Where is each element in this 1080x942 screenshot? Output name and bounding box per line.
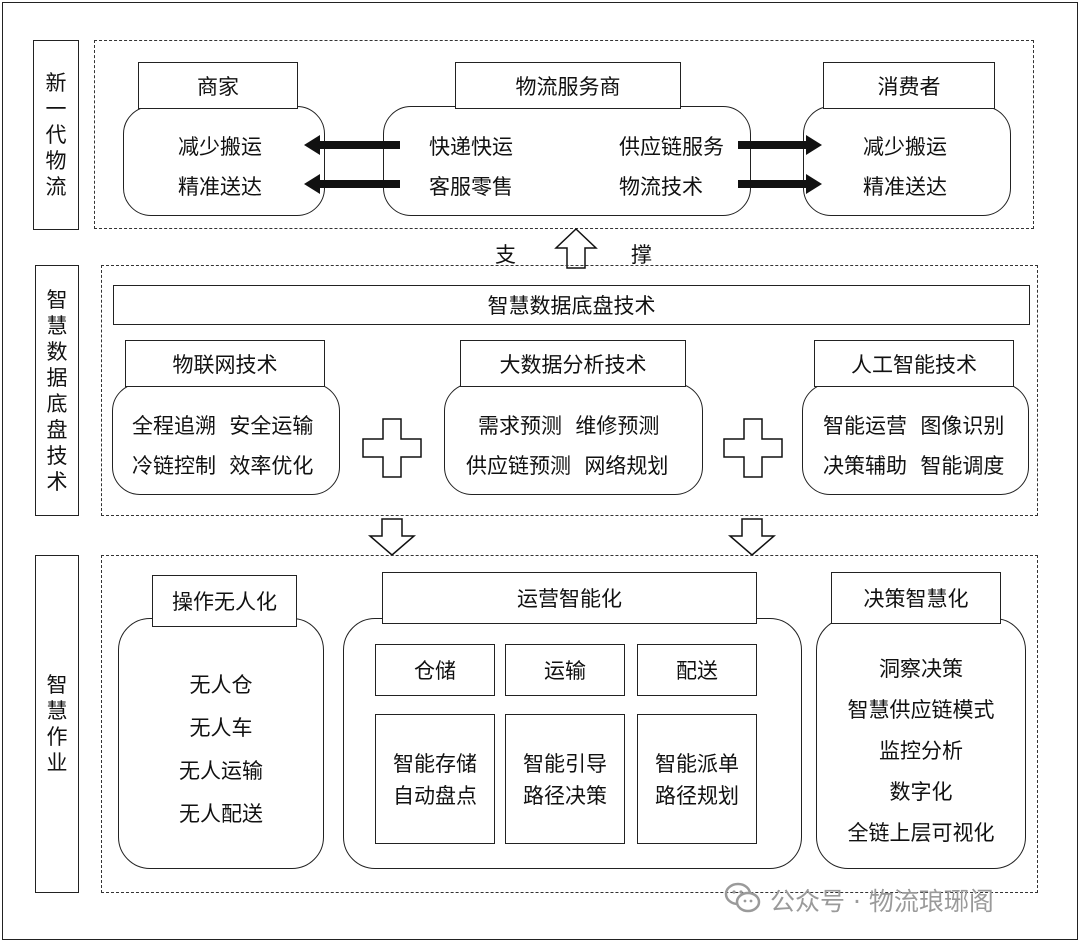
ai-item: 智能运营 图像识别	[823, 414, 1005, 438]
bigdata-panel	[444, 383, 703, 495]
merchant-title: 商家	[138, 62, 298, 109]
ops-body-line: 路径规划	[655, 784, 739, 808]
unmanned-item: 无人运输	[179, 758, 263, 783]
unmanned-list: 无人仓 无人车 无人运输 无人配送	[118, 668, 324, 828]
provider-item: 快递快运	[429, 135, 513, 159]
consumer-item: 精准送达	[863, 175, 947, 199]
label-char: 代	[45, 123, 67, 147]
label-char: 新	[45, 71, 67, 95]
arrow-left-icon	[304, 174, 400, 194]
bigdata-item: 供应链预测 网络规划	[466, 454, 669, 478]
provider-item: 供应链服务	[619, 135, 724, 159]
decision-item: 洞察决策	[879, 657, 963, 681]
unmanned-item: 无人车	[189, 715, 253, 740]
iot-title: 物联网技术	[125, 340, 325, 387]
arrow-left-icon	[304, 135, 400, 155]
provider-title: 物流服务商	[455, 62, 681, 109]
ops-body-line: 智能派单	[655, 752, 739, 776]
label-char: 数	[46, 339, 68, 364]
label-char: 智	[46, 287, 68, 312]
unmanned-item: 无人仓	[189, 672, 253, 697]
decision-panel	[816, 618, 1026, 869]
section-label-new-logistics: 新 一 代 物 流	[33, 40, 79, 230]
ops-column-title: 运输	[505, 644, 625, 696]
label-char: 慧	[46, 699, 68, 723]
label-char: 底	[46, 391, 68, 416]
unmanned-item: 无人配送	[179, 801, 263, 826]
label-char: 据	[46, 365, 68, 390]
operations-title: 运营智能化	[382, 572, 757, 624]
provider-item: 客服零售	[429, 175, 513, 199]
section-frame-smart-ops	[101, 555, 1038, 893]
consumer-panel	[803, 106, 1011, 216]
ops-column-title: 仓储	[375, 644, 495, 696]
bigdata-title: 大数据分析技术	[460, 340, 686, 387]
label-char: 一	[45, 97, 67, 121]
iot-panel	[112, 383, 340, 495]
section-label-smart-ops: 智 慧 作 业	[35, 555, 79, 893]
support-text-left: 支	[495, 243, 516, 267]
ops-body-line: 智能引导	[523, 752, 607, 776]
provider-item: 物流技术	[619, 175, 703, 199]
decision-list: 洞察决策 智慧供应链模式 监控分析 数字化 全链上层可视化	[816, 650, 1026, 850]
section-frame-tech-base	[101, 265, 1038, 516]
unmanned-title: 操作无人化	[152, 575, 297, 627]
ops-column-title: 配送	[637, 644, 757, 696]
ops-body-line: 自动盘点	[393, 784, 477, 808]
ops-column-body: 智能派单 路径规划	[637, 714, 757, 844]
bigdata-item: 需求预测 维修预测	[478, 414, 660, 438]
arrow-right-icon	[738, 135, 822, 155]
merchant-item: 减少搬运	[178, 135, 262, 159]
consumer-title: 消费者	[823, 62, 995, 109]
decision-item: 监控分析	[879, 739, 963, 763]
plus-icon	[362, 418, 422, 478]
arrow-up-hollow-icon	[554, 227, 598, 269]
ops-body-line: 路径决策	[523, 784, 607, 808]
wechat-icon	[724, 882, 761, 913]
consumer-item: 减少搬运	[863, 135, 947, 159]
label-char: 慧	[46, 313, 68, 338]
watermark-text: 公众号 · 物流琅琊阁	[770, 887, 994, 916]
label-char: 业	[46, 751, 68, 775]
ops-column-body: 智能存储 自动盘点	[375, 714, 495, 844]
ops-column-body: 智能引导 路径决策	[505, 714, 625, 844]
ops-body-line: 智能存储	[393, 752, 477, 776]
tech-banner: 智慧数据底盘技术	[113, 285, 1030, 325]
merchant-item: 精准送达	[178, 175, 262, 199]
iot-item: 全程追溯 安全运输	[132, 414, 314, 438]
decision-item: 数字化	[889, 780, 953, 804]
label-char: 盘	[46, 417, 68, 442]
label-char: 智	[46, 673, 68, 697]
label-char: 技	[46, 443, 68, 468]
arrow-down-hollow-icon	[367, 518, 417, 556]
arrow-right-icon	[738, 174, 822, 194]
section-frame-new-logistics	[94, 40, 1034, 229]
iot-item: 冷链控制 效率优化	[132, 454, 314, 478]
support-text-right: 撑	[631, 243, 652, 267]
plus-icon	[723, 418, 783, 478]
label-char: 术	[46, 469, 68, 494]
ai-panel	[802, 383, 1029, 495]
label-char: 流	[45, 175, 67, 199]
ai-item: 决策辅助 智能调度	[823, 454, 1005, 478]
section-label-tech-base: 智 慧 数 据 底 盘 技 术	[35, 265, 79, 516]
merchant-panel	[123, 106, 325, 216]
label-char: 物	[45, 149, 67, 173]
decision-item: 全链上层可视化	[847, 821, 995, 845]
ai-title: 人工智能技术	[814, 340, 1014, 387]
decision-title: 决策智慧化	[831, 572, 1001, 624]
label-char: 作	[46, 725, 68, 749]
decision-item: 智慧供应链模式	[847, 698, 995, 722]
arrow-down-hollow-icon	[727, 518, 777, 556]
